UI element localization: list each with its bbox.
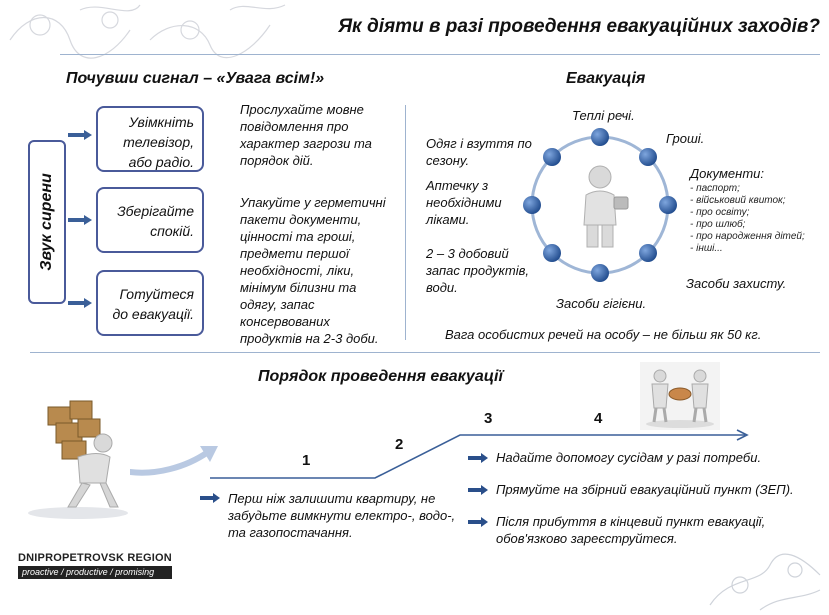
people-passing-box-icon [640, 362, 720, 430]
step1-text: Перш ніж залишити квартиру, не забудьте … [228, 491, 456, 540]
bottom-section-heading: Порядок проведення евакуації [258, 368, 503, 385]
arrow-right-icon [68, 215, 92, 225]
left-section-heading: Почувши сигнал – «Увага всім!» [66, 70, 325, 87]
note-pack: Упакуйте у герметичні пакети документи, … [240, 195, 386, 346]
arrow-bullet-icon [468, 453, 488, 463]
step-number-1: 1 [302, 452, 311, 469]
item-protection: Засоби захисту. [686, 276, 787, 291]
doc-item: - про шлюб; [690, 219, 746, 230]
title-divider [60, 54, 820, 55]
arrow-right-icon [68, 298, 92, 308]
right-section-heading: Евакуація [566, 70, 646, 87]
person-carrying-boxes-icon [28, 400, 128, 519]
logo-text: DNIPROPETROVSK REGION [18, 552, 172, 564]
arrow-right-icon [68, 130, 92, 140]
vertical-divider [405, 105, 406, 340]
weight-note: Вага особистих речей на особу – не більш… [445, 327, 762, 342]
action-register: Після прибуття в кінцевий пункт евакуаці… [496, 514, 766, 546]
arrow-bullet-icon [468, 517, 488, 527]
step-number-2: 2 [395, 436, 404, 453]
item-hygiene: Засоби гігієни. [556, 296, 647, 311]
arrow-bullet-icon [468, 485, 488, 495]
logo-tagline: proactive / productive / promising [18, 566, 172, 579]
documents-list: - паспорт; - військовий квиток; - про ос… [690, 183, 825, 255]
item-clothes: Одяг і взуття по сезону. [426, 136, 532, 168]
floral-ornament-top [9, 4, 286, 59]
section-divider [30, 352, 820, 353]
action-help-neighbors: Надайте допомогу сусідам у разі потреби. [496, 450, 762, 465]
step-number-3: 3 [484, 410, 493, 427]
person-with-bag-icon [583, 165, 629, 248]
item-money: Гроші. [666, 131, 705, 146]
doc-item: - про освіту; [690, 207, 750, 218]
action-box-tv: Увімкніть телевізор, або радіо. [96, 106, 204, 172]
action-box-calm: Зберігайте спокій. [96, 187, 204, 253]
item-food: 2 – 3 добовий запас продуктів, води. [426, 246, 530, 295]
siren-label: Звук сирени [38, 173, 55, 271]
page-title: Як діяти в разі проведення евакуаційних … [338, 16, 820, 37]
doc-item: - інші... [690, 243, 723, 254]
action-go-to-point: Прямуйте на збірний евакуаційний пункт (… [496, 482, 794, 497]
siren-box: Звук сирени [28, 140, 66, 304]
arrow-bullet-icon [200, 493, 220, 503]
item-warm-things: Теплі речі. [572, 108, 635, 123]
region-logo: DNIPROPETROVSK REGION proactive / produc… [18, 552, 172, 579]
swoosh-arrow-icon [130, 446, 218, 476]
note-listen: Прослухайте мовне повідомлення про харак… [240, 102, 372, 168]
step-number-4: 4 [594, 410, 603, 427]
item-documents-title: Документи: [690, 166, 764, 181]
action-box-prepare: Готуйтеся до евакуації. [96, 270, 204, 336]
floral-ornament-bottom [709, 553, 821, 611]
evacuation-circle-diagram [523, 128, 677, 282]
circle-dot [523, 128, 677, 282]
evacuation-steps-line [210, 429, 749, 479]
doc-item: - військовий квиток; [690, 195, 786, 206]
item-first-aid: Аптечку з необхідними ліками. [426, 178, 502, 227]
doc-item: - про народження дітей; [690, 231, 805, 242]
doc-item: - паспорт; [690, 183, 740, 194]
